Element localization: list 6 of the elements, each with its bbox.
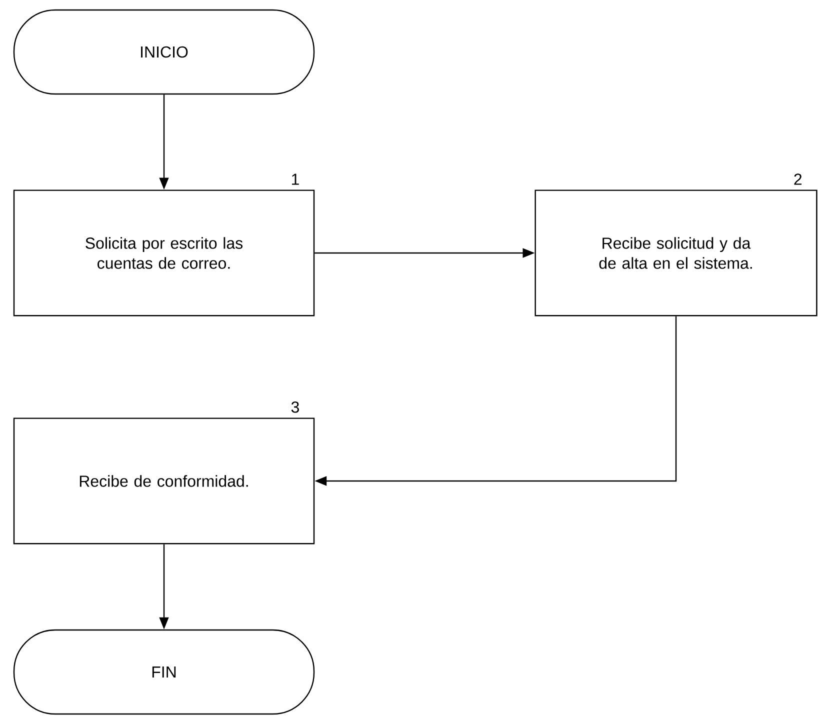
step-number: 1 — [292, 174, 299, 185]
step-number: 3 — [291, 401, 299, 413]
process-box: Solicita por escrito las cuentas de correo. — [13, 190, 315, 316]
step-number: 2 — [794, 174, 802, 185]
process-box: Recibe de conformidad. — [13, 418, 315, 544]
process-box: Recibe solicitud y da de alta en el sistema. — [534, 190, 818, 316]
